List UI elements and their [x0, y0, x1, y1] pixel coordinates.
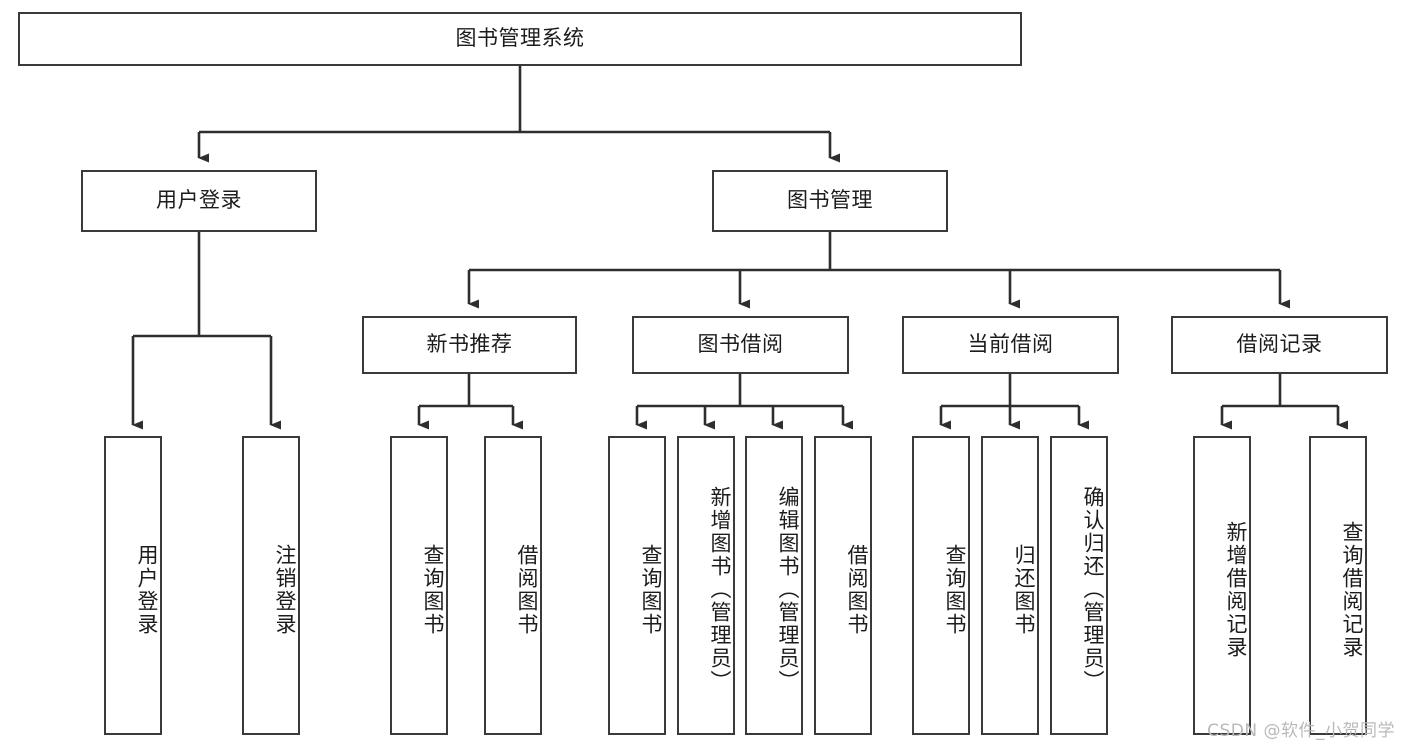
node-label: 查询图书 [943, 543, 967, 636]
node-label: 用户登录 [135, 543, 159, 636]
leaf-new-book-borrow[interactable]: 借阅图书 [484, 436, 542, 735]
node-user-login[interactable]: 用户登录 [81, 170, 317, 232]
leaf-book-borrow-edit[interactable]: 编辑图书（管理员） [745, 436, 803, 735]
node-root-book-management-system[interactable]: 图书管理系统 [18, 12, 1022, 66]
leaf-book-borrow-borrow[interactable]: 借阅图书 [814, 436, 872, 735]
leaf-current-borrow-return[interactable]: 归还图书 [981, 436, 1039, 735]
node-label: 借阅图书 [515, 543, 539, 636]
leaf-book-borrow-query[interactable]: 查询图书 [608, 436, 666, 735]
leaf-borrow-record-add[interactable]: 新增借阅记录 [1193, 436, 1251, 735]
node-label: 图书借阅 [697, 332, 784, 357]
node-book-borrow[interactable]: 图书借阅 [632, 316, 849, 374]
node-label: 注销登录 [273, 543, 297, 636]
leaf-book-borrow-add[interactable]: 新增图书（管理员） [677, 436, 735, 735]
node-label: 新增图书（管理员） [708, 486, 732, 693]
node-label: 查询图书 [639, 543, 663, 636]
node-label: 查询借阅记录 [1340, 520, 1364, 659]
leaf-current-borrow-confirm-return[interactable]: 确认归还（管理员） [1050, 436, 1108, 735]
node-label: 新书推荐 [426, 332, 513, 357]
node-current-borrow[interactable]: 当前借阅 [902, 316, 1119, 374]
node-label: 确认归还（管理员） [1081, 486, 1105, 693]
node-label: 查询图书 [421, 543, 445, 636]
leaf-user-login-login[interactable]: 用户登录 [104, 436, 162, 735]
node-label: 借阅图书 [845, 543, 869, 636]
node-label: 归还图书 [1012, 543, 1036, 636]
leaf-current-borrow-query[interactable]: 查询图书 [912, 436, 970, 735]
csdn-watermark: CSDN @软件_小贺同学 [1207, 721, 1395, 741]
node-label: 编辑图书（管理员） [776, 486, 800, 693]
node-label: 借阅记录 [1236, 332, 1323, 357]
node-label: 当前借阅 [967, 332, 1054, 357]
node-label: 图书管理系统 [455, 26, 585, 51]
node-borrow-record[interactable]: 借阅记录 [1171, 316, 1388, 374]
node-label: 新增借阅记录 [1224, 520, 1248, 659]
node-label: 图书管理 [787, 188, 873, 213]
node-label: 用户登录 [156, 188, 242, 213]
leaf-user-login-logout[interactable]: 注销登录 [242, 436, 300, 735]
node-new-book-recommend[interactable]: 新书推荐 [362, 316, 577, 374]
leaf-new-book-query[interactable]: 查询图书 [390, 436, 448, 735]
node-book-management[interactable]: 图书管理 [712, 170, 948, 232]
leaf-borrow-record-query[interactable]: 查询借阅记录 [1309, 436, 1367, 735]
